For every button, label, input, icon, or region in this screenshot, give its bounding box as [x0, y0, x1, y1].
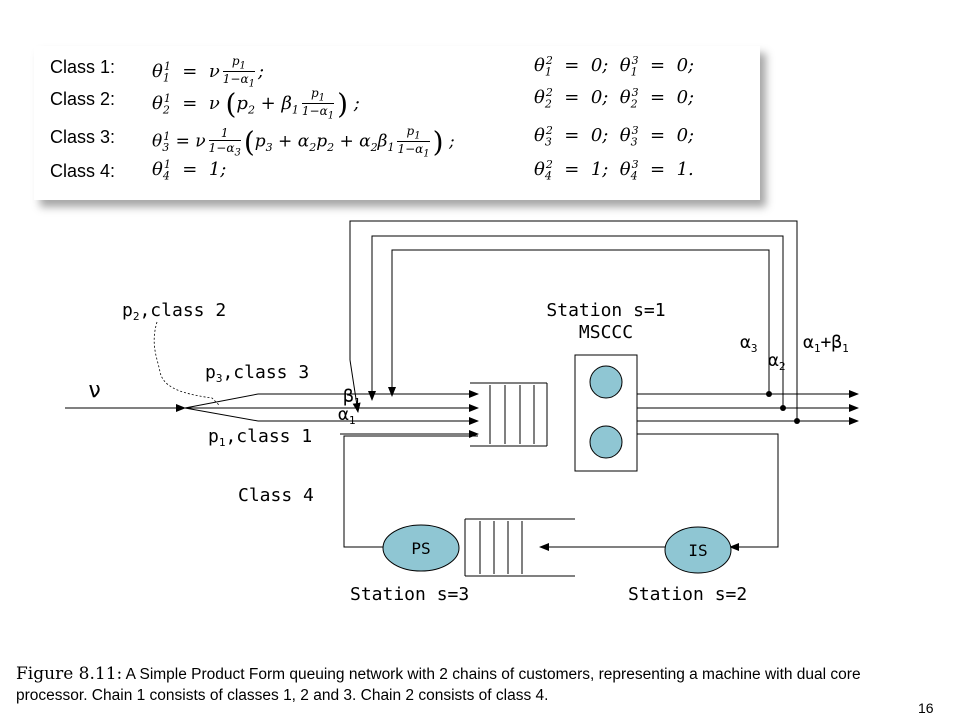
equation-lhs: θ41 = 1; [152, 158, 227, 183]
p2-class2-label: p2,class 2 [122, 300, 226, 323]
split-line-upper [184, 393, 259, 409]
equation-rhs: θ22 = 0; θ23 = 0; [534, 86, 695, 111]
alpha3-label: α3 [740, 332, 757, 355]
figure-caption: Figure 8.11: A Simple Product Form queui… [16, 664, 926, 706]
station3-label: Station s=3 [350, 584, 469, 605]
alpha2-label: α2 [768, 350, 785, 373]
figure-number: Figure 8.11: [16, 664, 123, 684]
p2-pointer-line [153, 321, 221, 407]
is-server [664, 526, 732, 574]
equation-label: Class 4: [50, 161, 116, 181]
page-number: 16 [918, 700, 934, 716]
server-core-1 [589, 365, 623, 399]
station2-label: Station s=2 [628, 584, 747, 605]
beta1-label: β1 [343, 386, 360, 409]
queue-station3 [464, 518, 575, 577]
equation-rhs: θ32 = 0; θ33 = 0; [534, 124, 695, 149]
queue-station1 [470, 382, 548, 447]
equation-label: Class 1: [50, 57, 116, 77]
equation-rhs: θ12 = 0; θ13 = 0; [534, 54, 695, 79]
is-label: IS [688, 541, 707, 560]
class4-loop-left [343, 435, 478, 548]
nu-label: ν [88, 378, 101, 403]
equation-rhs: θ42 = 1; θ43 = 1. [534, 158, 694, 183]
alpha1-label: α1 [338, 404, 355, 427]
alpha1-beta1-label: α1+β1 [803, 332, 849, 355]
class4-loop-right [680, 433, 779, 551]
arrival-arrowhead [176, 404, 186, 412]
p1-class1-label: p1,class 1 [208, 426, 312, 449]
server-station1 [574, 354, 638, 472]
feedback-loop-middle [371, 235, 784, 408]
p3-class3-label: p3,class 3 [205, 362, 309, 385]
split-line-lower [184, 407, 259, 422]
class4-label: Class 4 [238, 485, 314, 506]
station1-subtitle: MSCCC [579, 322, 633, 343]
ps-server [382, 524, 460, 572]
equation-row-class4: Class 4: θ41 = 1; θ42 = 1; θ43 = 1. [34, 158, 760, 186]
feedback-arrow-1 [349, 359, 361, 413]
feedback-loop-outer [349, 220, 798, 421]
ps-label: PS [411, 539, 430, 558]
equation-label: Class 3: [50, 127, 116, 147]
feedback-loop-inner [391, 249, 770, 394]
equation-label: Class 2: [50, 89, 116, 109]
server-core-2 [589, 425, 623, 459]
caption-text: A Simple Product Form queuing network wi… [16, 666, 861, 704]
station1-title: Station s=1 [546, 300, 665, 321]
